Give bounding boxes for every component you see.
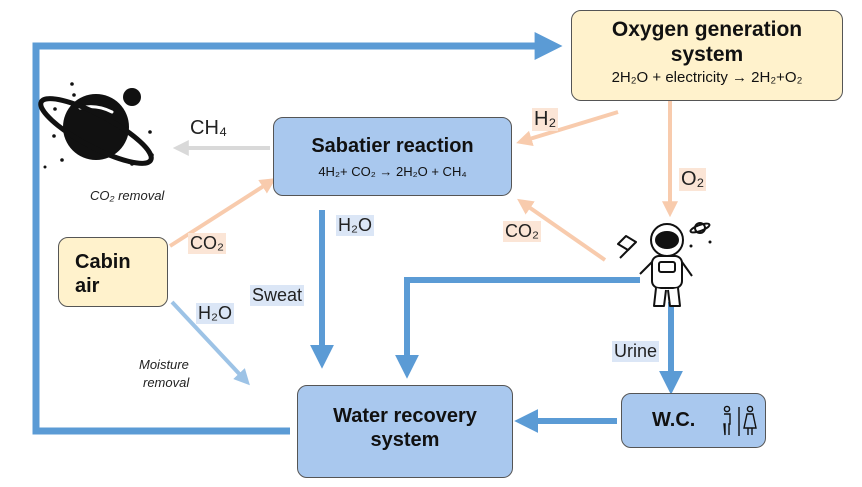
cabin-line2: air [75,275,100,297]
moisture-arrow [170,300,250,386]
planet-icon [38,82,154,169]
sabatier-title: Sabatier reaction [311,135,474,157]
moisture-note-line1: Moisture [139,357,189,372]
co2-astronaut-arrow [517,198,607,262]
oxygen-title-line1: Oxygen generation [611,18,803,41]
water-to-oxygen-arrow [32,32,563,435]
oxygen-equation: 2H₂O + electricity → 2H₂+O₂ [611,69,803,87]
oxygen-title-line2: system [670,43,744,67]
sweat-label: Sweat [250,285,305,306]
co2-cabin-arrow [168,178,277,248]
water-recovery-box: Water recovery system [297,385,513,478]
co2-astronaut-label: CO₂ [503,221,541,242]
wc-title: W.C. [652,409,696,431]
urine-label: Urine [612,341,660,362]
sabatier-equation: 4H₂+ CO₂ → 2H₂O + CH₄ [318,164,467,179]
sweat-arrow [395,277,640,379]
h2-arrow [516,110,619,147]
water-line1: Water recovery [333,405,477,427]
sabatier-box: Sabatier reaction 4H₂+ CO₂ → 2H₂O + CH₄ [273,117,512,196]
cabin-line1: Cabin [75,251,131,273]
co2-cabin-label: CO₂ [188,233,226,254]
moisture-note-line2: removal [143,375,190,390]
h2o-sabatier-label: H₂O [336,215,374,236]
o2-label: O₂ [679,168,707,191]
astronaut-icon [617,222,712,307]
wc-box: W.C. [621,393,766,448]
water-line2: system [370,429,440,451]
restroom-icon [723,405,757,436]
ch4-label: CH₄ [190,117,228,139]
cabin-air-box: Cabin air [58,237,168,307]
co2-removal-note: CO₂ removal [90,188,165,203]
h2o-cabin-label: H₂O [196,303,234,324]
h2-label: H₂ [532,108,559,131]
oxygen-generation-box: Oxygen generation system 2H₂O + electric… [571,10,843,101]
